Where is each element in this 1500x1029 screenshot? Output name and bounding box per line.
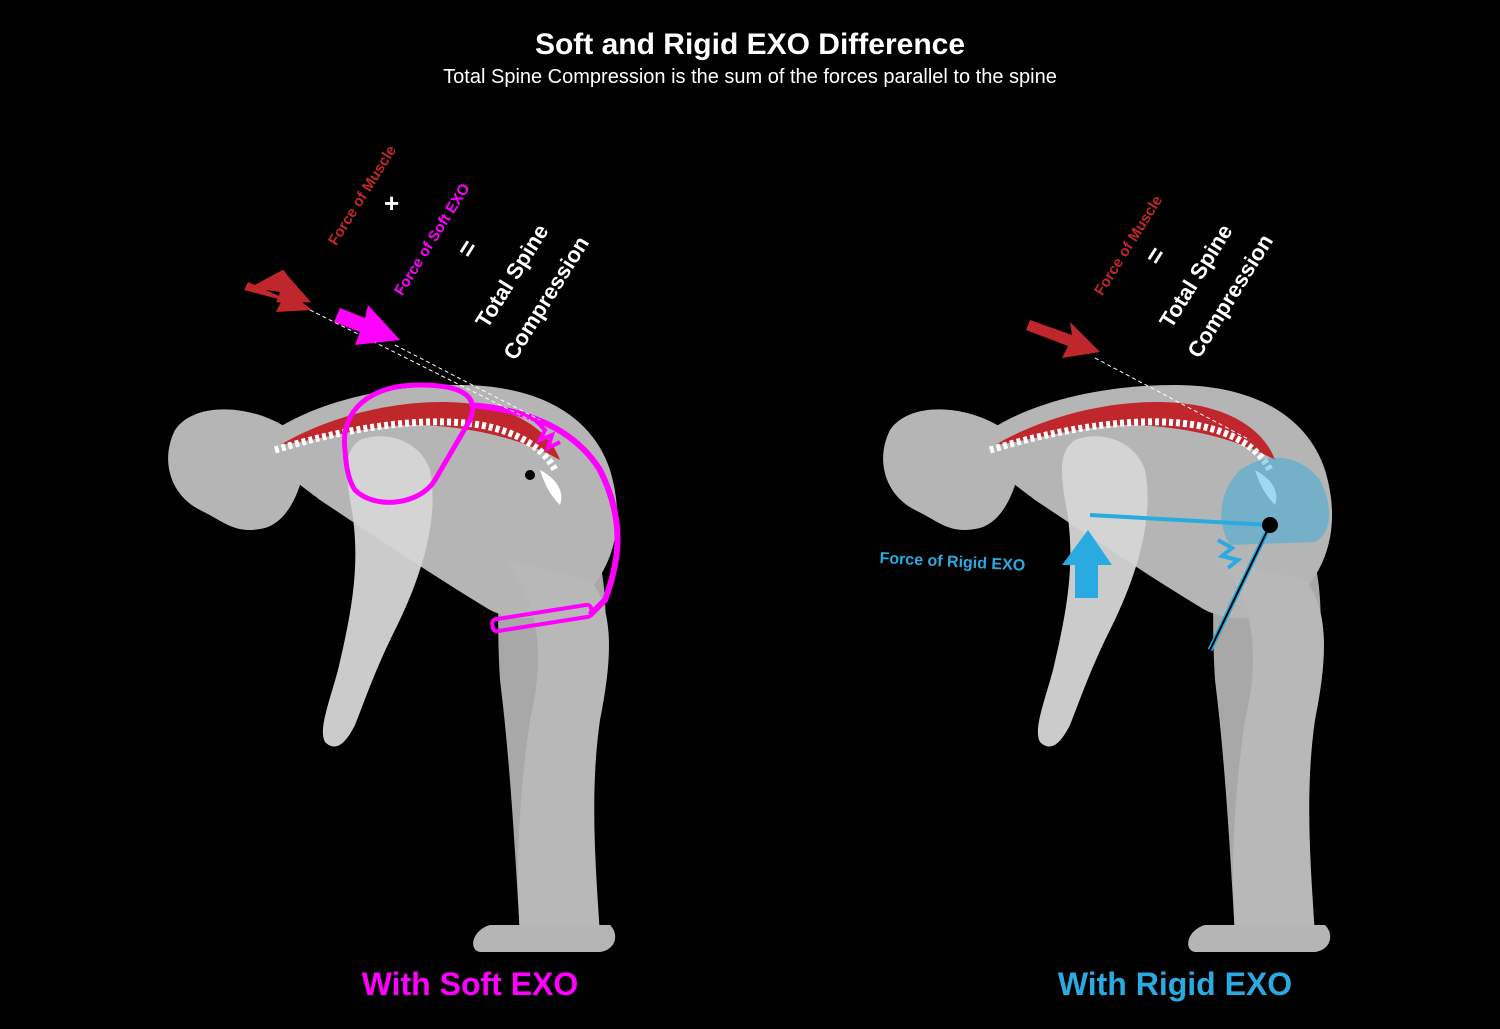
rigid-exo-hip-joint — [1262, 517, 1278, 533]
page-title: Soft and Rigid EXO Difference — [0, 28, 1500, 62]
soft-exo-force-arrow — [334, 305, 400, 345]
soft-plus-sign: + — [384, 190, 399, 216]
hip-joint — [525, 470, 535, 480]
rigid-caption: With Rigid EXO — [975, 966, 1375, 1003]
page-subtitle: Total Spine Compression is the sum of th… — [0, 66, 1500, 89]
muscle-force-arrow-rigid — [1026, 320, 1100, 358]
soft-caption: With Soft EXO — [270, 966, 670, 1003]
figure-rigid-exo — [883, 320, 1332, 952]
figure-soft-exo — [168, 267, 617, 952]
